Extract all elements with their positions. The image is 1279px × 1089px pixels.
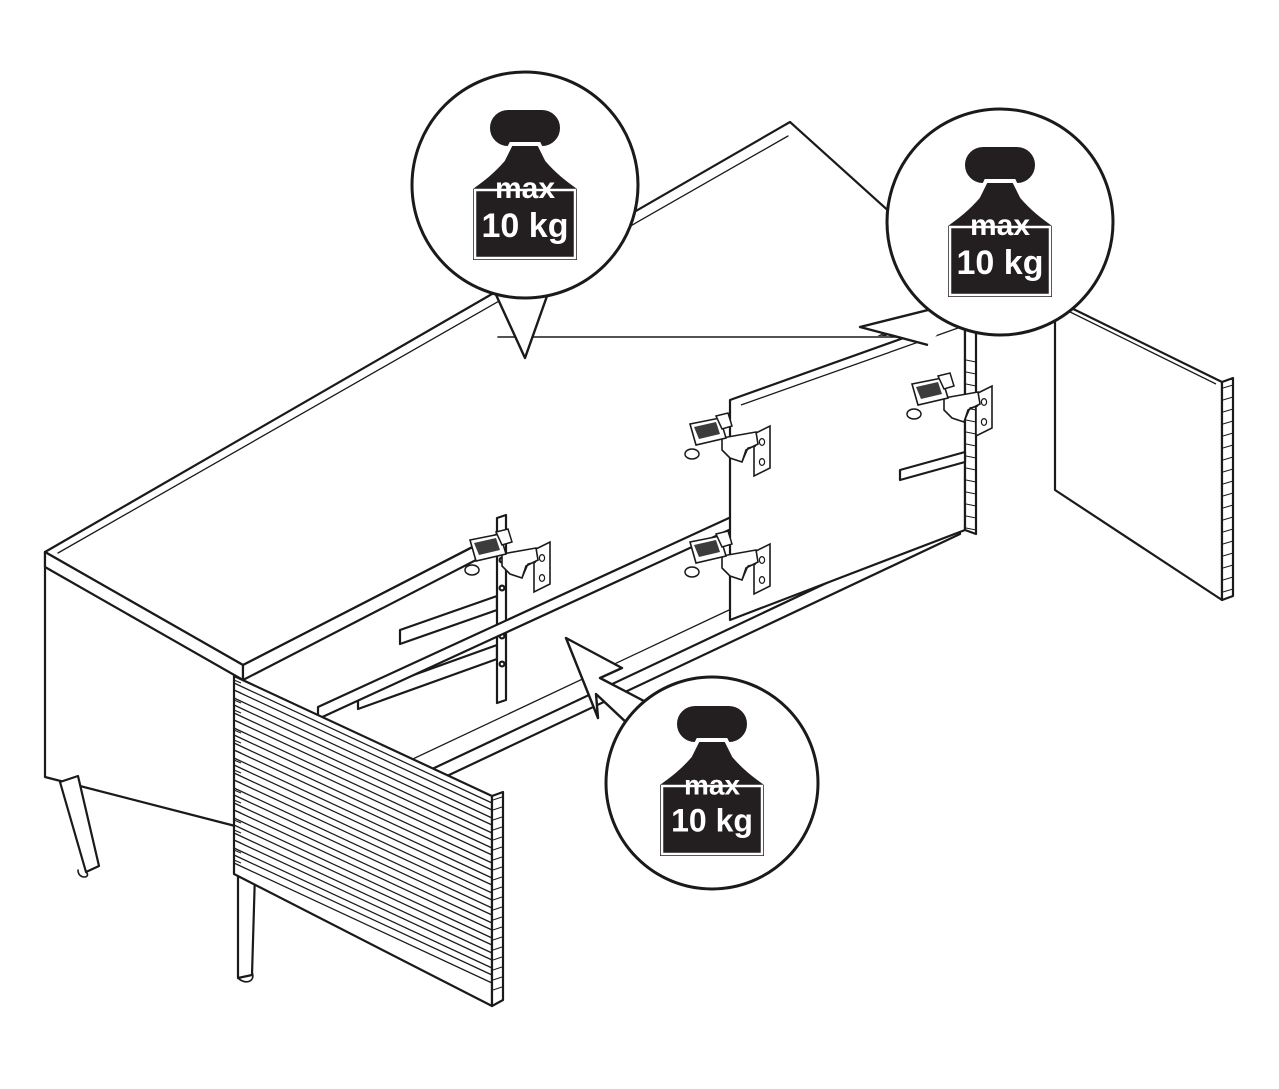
callout-lower-shelf: max 10 kg <box>564 636 820 891</box>
callout-middle-shelf: max 10 kg <box>858 107 1115 347</box>
callout-middle-line2: 10 kg <box>957 244 1044 282</box>
callout-pointer-top <box>490 281 554 360</box>
callout-top-line2: 10 kg <box>482 207 569 245</box>
door-right[interactable] <box>1053 298 1235 602</box>
left-shelf <box>356 594 499 711</box>
door-middle[interactable] <box>728 314 978 622</box>
callout-middle-line1: max <box>970 209 1030 242</box>
callout-top-panel: max 10 kg <box>410 70 640 360</box>
callout-lower-line1: max <box>684 769 740 800</box>
fluted-door-slats <box>233 682 493 984</box>
callout-top-line1: max <box>495 172 555 205</box>
leg-rear-left <box>58 774 101 878</box>
fluted-door-left[interactable] <box>232 674 505 1008</box>
callout-lower-line2: 10 kg <box>671 802 753 838</box>
